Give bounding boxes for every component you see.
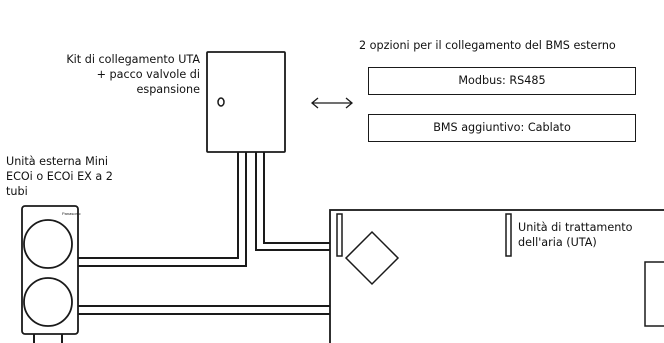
pipe-upper: [76, 152, 239, 259]
bms-option-modbus: Modbus: RS485: [368, 67, 636, 95]
ahu-filter-slot: [336, 213, 343, 257]
refrigerant-pipes: [76, 152, 330, 315]
pipe-to-ahu-inner: [263, 152, 330, 244]
ahu-label: Unità di trattamento dell'aria (UTA): [518, 221, 633, 249]
kit-box: [206, 51, 286, 153]
ahu-coil-icon: [344, 230, 400, 286]
double-arrow-icon: [310, 97, 354, 109]
kit-knob-icon: [217, 97, 225, 107]
ahu-fan-section: [644, 261, 664, 327]
pipe-upper-inner: [76, 152, 247, 267]
outdoor-fan-bottom-icon: [23, 277, 73, 327]
ahu-drawing: [329, 209, 664, 343]
ahu-panel-slot: [505, 213, 512, 257]
outdoor-unit-drawing: Panasonic: [21, 205, 81, 343]
outdoor-fan-top-icon: [23, 219, 73, 269]
outdoor-unit-label: Unità esterna Mini ECOi o ECOi EX a 2 tu…: [6, 155, 113, 198]
bms-option-wired: BMS aggiuntivo: Cablato: [368, 114, 636, 142]
pipe-to-ahu: [255, 152, 330, 251]
bms-title: 2 opzioni per il collegamento del BMS es…: [359, 39, 616, 52]
kit-label: Kit di collegamento UTA + pacco valvole …: [66, 53, 200, 96]
outdoor-unit-brand: Panasonic: [62, 211, 81, 216]
